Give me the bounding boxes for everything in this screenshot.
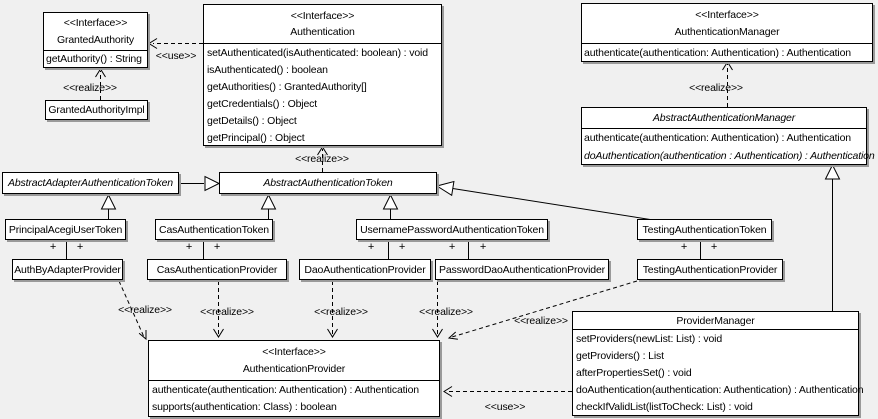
class-box-granted-authority-impl[interactable]: GrantedAuthorityImpl [45,100,148,120]
realize-label: <<realize>> [118,304,172,316]
multiplicity-label: + [185,241,193,253]
stereotype-label: <<Interface>> [290,9,355,22]
class-box-abstract-adapter-authentication-token[interactable]: AbstractAdapterAuthenticationToken [2,172,179,194]
class-name: PasswordDaoAuthenticationProvider [438,263,606,276]
method-label: getAuthorities() : GrantedAuthority[] [207,81,367,93]
method-label: isAuthenticated() : boolean [207,64,328,76]
class-name: TestingAuthenticationToken [642,223,767,236]
method-label: getCredentials() : Object [207,98,318,110]
class-name: AuthenticationProvider [242,363,346,375]
realize-label: <<realize>> [295,153,349,165]
class-name: AbstractAdapterAuthenticationToken [8,177,173,189]
class-name: ProviderManager [676,314,755,327]
class-name: Authentication [290,26,355,39]
class-box-password-dao-authentication-provider[interactable]: PasswordDaoAuthenticationProvider [435,259,609,280]
stereotype-label: <<Interface>> [262,346,326,358]
method-label: authenticate(authentication: Authenticat… [584,132,851,144]
class-box-testing-authentication-provider[interactable]: TestingAuthenticationProvider [637,259,783,280]
method-label: authenticate(authentication: Authenticat… [152,384,419,396]
method-label: getProviders() : List [576,350,664,362]
class-name: GrantedAuthorityImpl [48,104,145,116]
use-label: <<use>> [155,50,197,62]
class-box-cas-authentication-token[interactable]: CasAuthenticationToken [155,219,273,240]
stereotype-label: <<Interface>> [695,9,759,21]
method-label: getDetails() : Object [207,115,297,127]
class-name: CasAuthenticationProvider [156,263,278,276]
multiplicity-label: + [213,241,221,253]
multiplicity-label: + [710,241,718,253]
class-name: GrantedAuthority [57,33,134,46]
method-label: getAuthority() : String [46,53,142,65]
realize-label: <<realize>> [314,306,368,318]
realize-label: <<realize>> [689,82,743,94]
realize-label: <<realize>> [200,306,254,318]
method-label: setAuthenticated(isAuthenticated: boolea… [207,47,428,59]
class-name: DaoAuthenticationProvider [304,263,426,276]
class-box-authentication-provider[interactable]: <<Interface>> AuthenticationProvider aut… [148,340,440,417]
class-box-abstract-authentication-token[interactable]: AbstractAuthenticationToken [219,172,437,194]
class-box-username-password-authentication-token[interactable]: UsernamePasswordAuthenticationToken [356,219,548,240]
multiplicity-label: + [479,241,487,253]
class-name: AbstractAuthenticationManager [652,112,796,124]
class-box-authentication-manager[interactable]: <<Interface>> AuthenticationManager auth… [581,3,873,62]
multiplicity-label: + [49,241,57,253]
class-box-cas-authentication-provider[interactable]: CasAuthenticationProvider [147,259,287,280]
method-label: checkIfValidList(listToCheck: List) : vo… [576,401,753,413]
class-name: TestingAuthenticationProvider [642,263,778,276]
class-box-granted-authority[interactable]: <<Interface>> GrantedAuthority getAuthor… [43,12,148,68]
multiplicity-label: + [680,241,688,253]
class-box-abstract-authentication-manager[interactable]: AbstractAuthenticationManager authentica… [581,107,875,165]
method-label: getPrincipal() : Object [207,132,305,144]
method-label: supports(authentication: Class) : boolea… [152,401,337,413]
class-box-auth-by-adapter-provider[interactable]: AuthByAdapterProvider [12,259,123,280]
multiplicity-label: + [398,241,406,253]
method-label: doAuthentication(authentication: Authent… [576,384,864,396]
class-name: PrincipalAcegiUserToken [8,223,123,236]
stereotype-label: <<Interface>> [63,17,128,30]
method-label: authenticate(authentication: Authenticat… [584,47,851,59]
class-name: AuthenticationManager [674,26,780,38]
class-box-testing-authentication-token[interactable]: TestingAuthenticationToken [637,219,772,240]
multiplicity-label: + [76,241,84,253]
class-name: AuthByAdapterProvider [14,263,121,276]
class-box-dao-authentication-provider[interactable]: DaoAuthenticationProvider [299,259,431,280]
method-label: setProviders(newList: List) : void [576,333,723,345]
realize-label: <<realize>> [419,306,473,318]
multiplicity-label: + [367,241,375,253]
method-label: afterPropertiesSet() : void [576,367,692,379]
class-box-provider-manager[interactable]: ProviderManager setProviders(newList: Li… [572,311,864,416]
realize-label: <<realize>> [63,82,117,94]
class-name: UsernamePasswordAuthenticationToken [360,223,544,236]
class-box-authentication[interactable]: <<Interface>> Authentication setAuthenti… [203,4,442,146]
use-label: <<use>> [484,401,526,413]
realize-label: <<realize>> [514,315,568,327]
method-label: doAuthentication(authentication : Authen… [584,150,875,162]
class-name: CasAuthenticationToken [159,223,269,236]
class-name: AbstractAuthenticationToken [263,177,393,189]
multiplicity-label: + [448,241,456,253]
class-box-principal-acegi-user-token[interactable]: PrincipalAcegiUserToken [5,219,126,240]
